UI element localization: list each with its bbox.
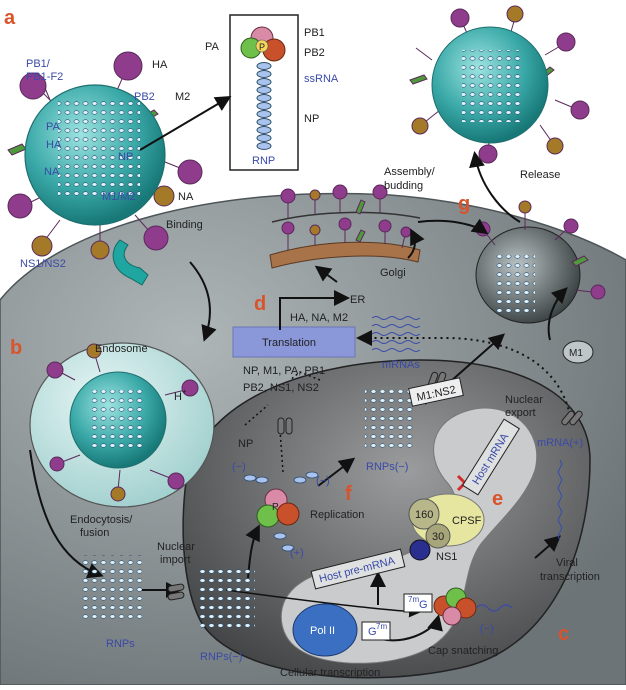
stage-letter-b: b	[10, 337, 22, 359]
rnp-label-title: RNP	[252, 155, 275, 167]
label-replication: Replication	[310, 509, 364, 521]
rnp-inset	[229, 14, 299, 171]
m1ns2-box	[408, 377, 464, 407]
label-mrnas: mRNAs	[382, 359, 420, 371]
stage-letter-a: a	[4, 7, 16, 29]
rnp-label-np: NP	[304, 113, 319, 125]
stage-letter-d: d	[254, 293, 266, 315]
text-layer: a b c d e f g PB1/ PB1-F2 PB2 PA HA NP N…	[4, 7, 600, 679]
host-mrna-box	[462, 418, 520, 496]
mrna-squiggles	[371, 316, 562, 541]
label-h-plus-sup: +	[182, 387, 187, 396]
label-m7g-sup: 7m	[408, 595, 419, 604]
label-p-replication: P	[272, 502, 279, 513]
label-trans-products-1: NP, M1, PA, PB1	[243, 365, 325, 377]
label-rnps-minus-export: RNPs(−)	[366, 461, 408, 473]
label-cap-snatching: Cap snatching	[428, 645, 498, 657]
label-m1m2: M1/M2	[102, 191, 136, 203]
golgi	[269, 217, 421, 269]
stage-letter-g: g	[458, 193, 470, 215]
rnp-cluster-export	[365, 390, 413, 452]
replication-polymerase	[243, 471, 319, 552]
rnp-label-p: P	[259, 42, 265, 52]
label-cpsf: CPSF	[452, 515, 482, 527]
label-m1: M1	[569, 348, 583, 359]
m7g-box	[403, 593, 433, 613]
cpsf-complex	[408, 493, 485, 561]
rnp-label-pb1: PB1	[304, 27, 325, 39]
cap-snatching-polymerase	[433, 587, 513, 626]
label-endocytosis-2: fusion	[80, 527, 109, 539]
label-minus-c: (−)	[480, 623, 494, 635]
endosome-virion	[46, 343, 199, 502]
label-ns: NS1/NS2	[20, 258, 66, 270]
label-membrane-products: HA, NA, M2	[290, 312, 348, 324]
g7m-box	[361, 621, 391, 641]
budding-rnps	[495, 255, 535, 315]
rnp-cluster-cytoplasm	[82, 555, 142, 620]
label-endosome: Endosome	[95, 343, 148, 355]
label-rnps: RNPs	[106, 638, 135, 650]
label-minus-a: (−)	[232, 461, 246, 473]
label-160: 160	[415, 509, 433, 521]
pol2-complex	[292, 603, 358, 657]
label-g7m: G	[368, 626, 377, 638]
label-cellular-transcription: Cellular transcription	[280, 667, 380, 679]
rnp-label-ssrna: ssRNA	[304, 73, 339, 85]
label-m7g: G	[419, 599, 428, 611]
rnp-label-pb2: PB2	[304, 47, 325, 59]
label-nuclear-import-1: Nuclear	[157, 541, 195, 553]
label-h-plus: H	[174, 391, 182, 403]
label-plus: (+)	[290, 547, 304, 559]
m1-bubble	[562, 340, 594, 364]
label-g7m-sup: 7m	[376, 622, 387, 631]
label-rnps-minus-nucleus: RNPs(−)	[200, 651, 242, 663]
label-translation: Translation	[262, 337, 316, 349]
label-np-inner: NP	[118, 151, 133, 163]
label-m2: M2	[175, 91, 190, 103]
stage-letter-e: e	[492, 488, 503, 510]
label-pb1: PB1/	[26, 58, 51, 70]
host-pre-mrna-box	[310, 548, 406, 590]
label-endocytosis-1: Endocytosis/	[70, 514, 133, 526]
label-ha-inner: HA	[46, 139, 62, 151]
label-ns1: NS1	[436, 551, 457, 563]
label-er: ER	[350, 294, 365, 306]
label-binding: Binding	[166, 219, 203, 231]
sialic-acid-receptor	[112, 239, 149, 286]
label-30: 30	[432, 531, 444, 543]
label-minus-b: (−)	[316, 475, 330, 487]
label-mrna-plus: mRNA(+)	[537, 437, 583, 449]
label-assembly-1: Assembly/	[384, 166, 436, 178]
label-pol2: Pol II	[310, 625, 335, 637]
label-pb2: PB2	[134, 91, 155, 103]
label-release: Release	[520, 169, 560, 181]
label-na-outer: NA	[178, 191, 194, 203]
rnp-label-pa: PA	[205, 41, 220, 53]
assembly-membrane	[271, 184, 421, 223]
label-viral-transcription-1: Viral	[556, 557, 578, 569]
label-pa: PA	[46, 121, 61, 133]
arrow-virion-to-rnp	[139, 95, 232, 151]
label-pb1f2: PB1-F2	[26, 71, 63, 83]
label-nuclear-export-1: Nuclear	[505, 394, 543, 406]
label-golgi: Golgi	[380, 267, 406, 279]
label-np-replication: NP	[238, 438, 253, 450]
virion-a	[7, 51, 203, 260]
translation-box	[232, 326, 356, 358]
label-ha-outer: HA	[152, 59, 168, 71]
label-assembly-2: budding	[384, 180, 423, 192]
label-nuclear-export-2: export	[505, 407, 536, 419]
label-viral-transcription-2: transcription	[540, 571, 600, 583]
rnp-cluster-nucleus	[200, 565, 255, 630]
stage-letter-f: f	[345, 483, 352, 505]
label-nuclear-import-2: import	[160, 554, 191, 566]
label-trans-products-2: PB2, NS1, NS2	[243, 382, 319, 394]
label-na-inner: NA	[44, 166, 60, 178]
stage-letter-c: c	[558, 623, 569, 645]
released-virion	[409, 5, 590, 164]
